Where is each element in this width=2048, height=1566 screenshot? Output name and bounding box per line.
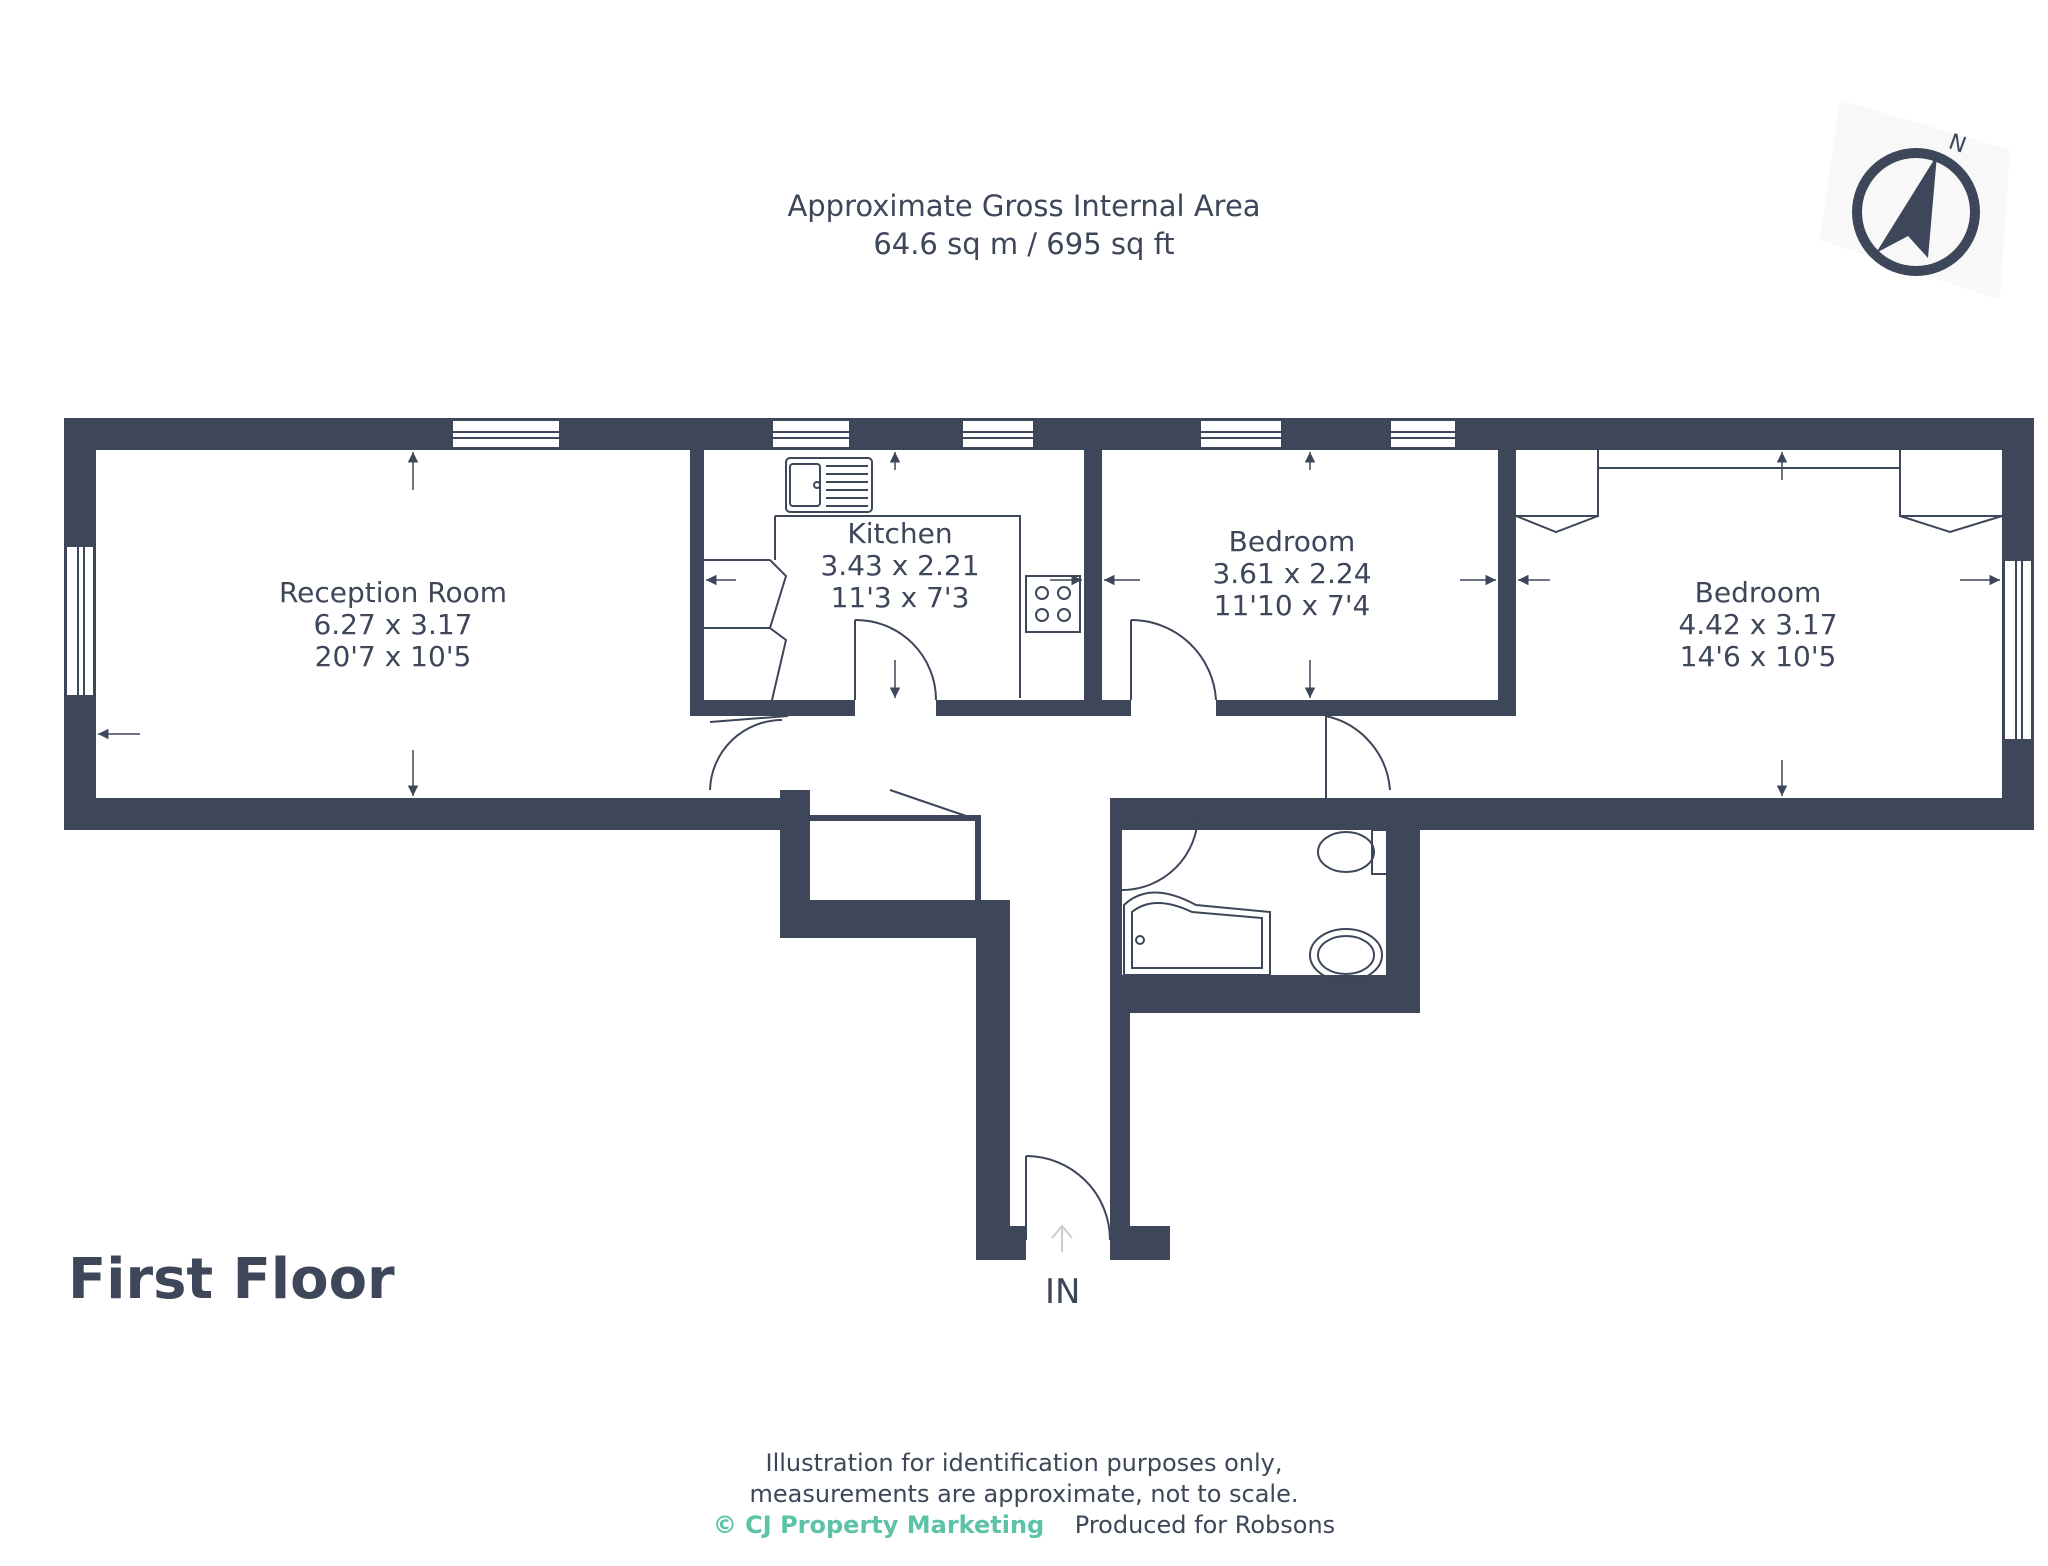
kitchen-name: Kitchen [847,517,952,550]
bedroom2-imperial: 14'6 x 10'5 [1680,640,1837,673]
bedroom1-name: Bedroom [1229,525,1356,558]
disclaimer-line2: measurements are approximate, not to sca… [749,1480,1299,1508]
room-labels: Reception Room 6.27 x 3.17 20'7 x 10'5 K… [279,517,1838,673]
toilet-icon [1317,831,1375,873]
brand-credit: © CJ Property Marketing [712,1511,1045,1539]
fixtures [704,450,2003,982]
basin-icon [1309,928,1383,982]
entrance-label: IN [1045,1272,1081,1312]
windows [65,419,2033,741]
reception-metric: 6.27 x 3.17 [313,608,472,641]
credit-line: © CJ Property Marketing Produced for Rob… [0,1510,2048,1541]
kitchen-worktop [775,515,1021,698]
bath-icon [1123,891,1271,976]
kitchen-metric: 3.43 x 2.21 [820,549,979,582]
hob-icon [1025,575,1081,633]
bedroom2-name: Bedroom [1695,576,1822,609]
wc-cistern [1371,829,1389,875]
disclaimer-line1: Illustration for identification purposes… [765,1449,1283,1477]
kitchen-imperial: 11'3 x 7'3 [831,581,970,614]
footer: Illustration for identification purposes… [0,1448,2048,1541]
reception-name: Reception Room [279,576,507,609]
doors [709,618,1391,1241]
floor-label: First Floor [68,1247,395,1312]
drainer-lines [826,465,868,507]
bedroom1-metric: 3.61 x 2.24 [1212,557,1371,590]
bedroom1-imperial: 11'10 x 7'4 [1214,589,1371,622]
walls [64,418,2034,1260]
compass-ring-icon [1852,148,1980,276]
compass: N [1820,100,2010,300]
entrance-arrow-icon [1051,1224,1073,1252]
area-size: 64.6 sq m / 695 sq ft [873,227,1175,261]
area-title-line1: Approximate Gross Internal Area [787,189,1261,223]
dimension-arrows [98,452,2000,796]
sink-icon [785,457,873,513]
window-lines [77,431,2023,740]
area-title: Approximate Gross Internal Area 64.6 sq … [0,187,2048,263]
north-arrow-icon [1876,155,1937,258]
bedroom2-metric: 4.42 x 3.17 [1678,608,1837,641]
produced-for: Produced for Robsons [1074,1511,1336,1539]
reception-imperial: 20'7 x 10'5 [315,640,472,673]
